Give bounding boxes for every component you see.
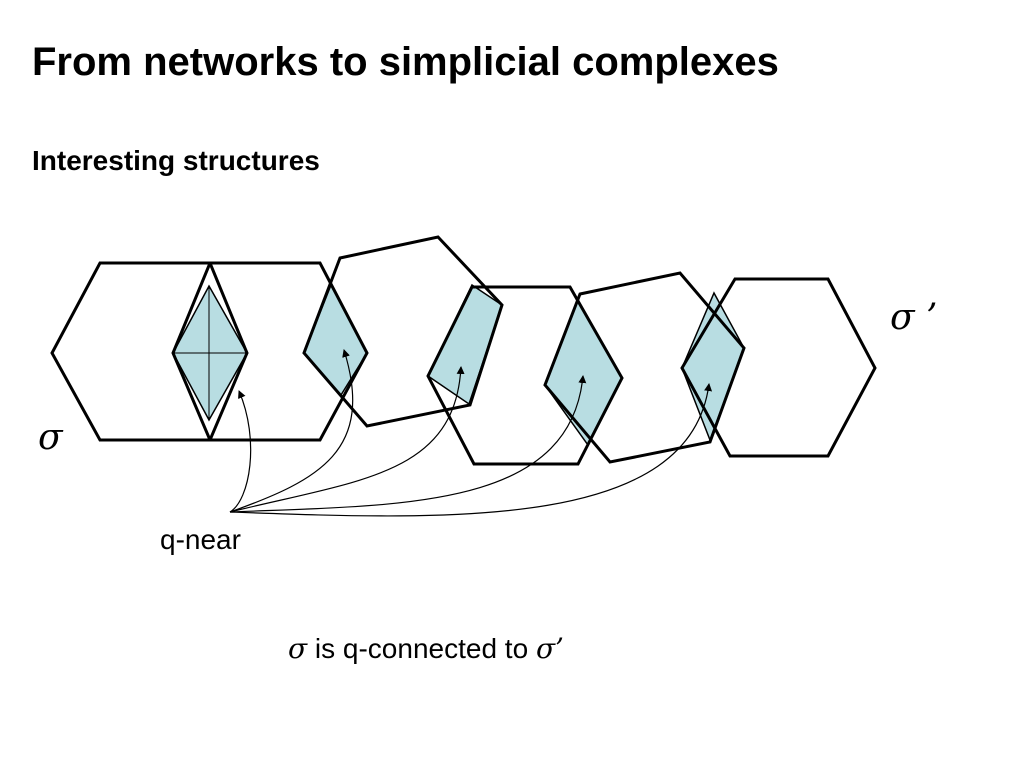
q-near-arrow-3 <box>229 366 465 513</box>
caption-sigma-prime: σ’ <box>535 632 564 665</box>
q-near-arrow-4 <box>229 375 587 513</box>
simplex-2 <box>171 261 369 442</box>
simplex-sigma-prime <box>680 277 877 458</box>
caption-text: is q-connected to <box>314 633 529 664</box>
shared-face-4 <box>544 298 623 447</box>
shared-faces <box>172 283 745 447</box>
slide-title: From networks to simplicial complexes <box>32 40 779 84</box>
shared-face-2 <box>303 283 368 397</box>
simplex-4 <box>426 285 624 466</box>
slide-subtitle: Interesting structures <box>32 145 320 176</box>
simplices <box>50 235 877 466</box>
simplex-3 <box>302 235 504 428</box>
sigma-label: σ <box>38 417 63 458</box>
caption: σ is q-connected to σ’ <box>288 632 564 665</box>
caption-sigma: σ <box>288 632 308 665</box>
q-near-arrow-1 <box>229 390 252 513</box>
sigma-prime-label: σ ’ <box>890 297 938 338</box>
q-near-arrow-5 <box>229 383 713 517</box>
simplex-5 <box>543 271 746 464</box>
q-near-arrows <box>229 349 713 517</box>
q-near-label: q-near <box>160 524 241 555</box>
q-near-arrow-2 <box>229 349 354 513</box>
